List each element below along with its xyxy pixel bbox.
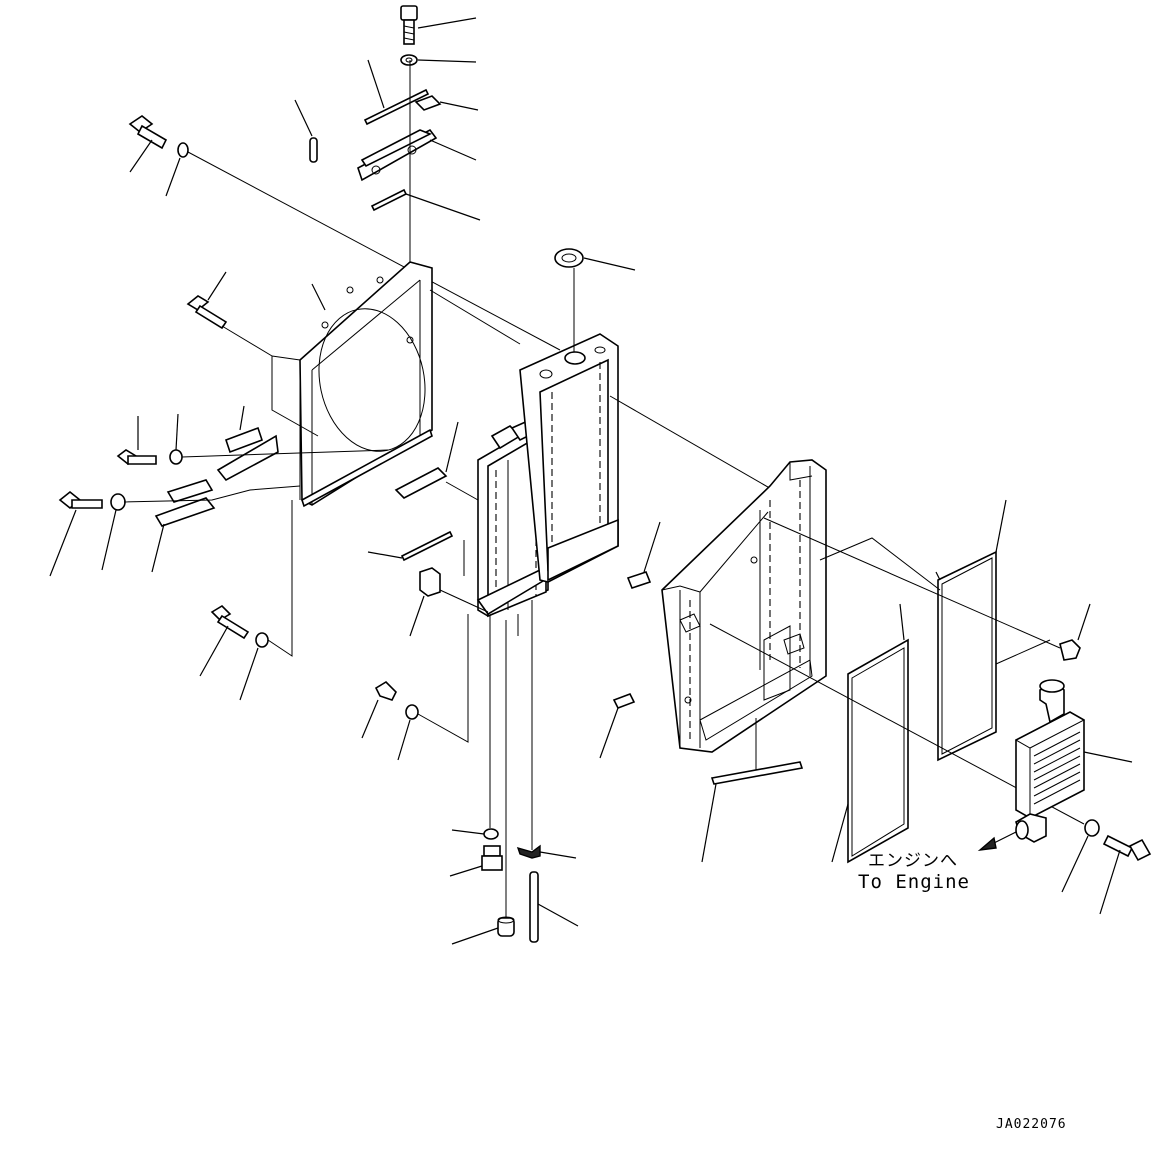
lower-left-washer-icon	[101, 493, 126, 571]
shroud-lower-bolt-icon	[199, 604, 250, 677]
radiator-cap-icon	[554, 248, 636, 352]
drain-valve-icon	[361, 680, 397, 739]
pin-icon	[294, 99, 318, 163]
fan-shroud-icon	[299, 261, 433, 508]
bottom-seal-strip-icon	[701, 761, 804, 863]
frame-pad-upper-icon	[626, 521, 661, 589]
drain-hose-icon	[529, 871, 579, 943]
top-washer-icon	[400, 54, 477, 66]
cushion-block-icon	[409, 567, 441, 637]
radiator-strip-icon	[367, 530, 454, 562]
cooler-washer-icon	[1061, 819, 1100, 893]
drain-plug-icon	[449, 845, 503, 877]
mid-left-washer-icon	[169, 413, 183, 465]
gasket-icon	[451, 828, 499, 840]
upper-left-bolt-icon	[128, 115, 168, 173]
mid-left-bolt-icon	[116, 416, 157, 466]
dust-screen-front-icon	[831, 603, 909, 864]
upper-left-washer-icon	[165, 142, 189, 197]
frame-pad-lower-icon	[599, 692, 636, 759]
cooler-bolt-icon	[1099, 834, 1152, 915]
shroud-lower-washer-icon	[239, 632, 269, 701]
lower-left-bolt-icon	[49, 490, 103, 577]
long-seal-strip-icon	[363, 59, 430, 126]
oil-cooler-icon	[1014, 679, 1133, 843]
lower-seal-strip-icon	[370, 188, 481, 221]
drawing-id: JA022076	[996, 1117, 1067, 1132]
guide-rail-icon	[151, 479, 216, 573]
top-bolt-icon	[400, 5, 477, 45]
destination-label-jp: エンジンへ	[868, 851, 958, 871]
radiator-seal-icon	[394, 421, 459, 499]
mounting-plate-icon	[357, 128, 477, 182]
shroud-side-bracket-icon	[216, 405, 279, 482]
sleeve-icon	[451, 916, 515, 945]
hose-clip-icon	[516, 844, 577, 859]
dust-screen-rear-icon	[935, 499, 1007, 762]
flow-arrow-icon	[977, 831, 1017, 851]
grommet-icon	[1059, 603, 1091, 661]
destination-label-en: To Engine	[858, 871, 970, 893]
support-frame-icon	[661, 459, 827, 753]
radiator-tank-icon	[519, 333, 619, 583]
o-ring-icon	[397, 704, 419, 761]
shroud-bolt-icon	[186, 271, 228, 330]
small-bracket-icon	[414, 95, 479, 111]
